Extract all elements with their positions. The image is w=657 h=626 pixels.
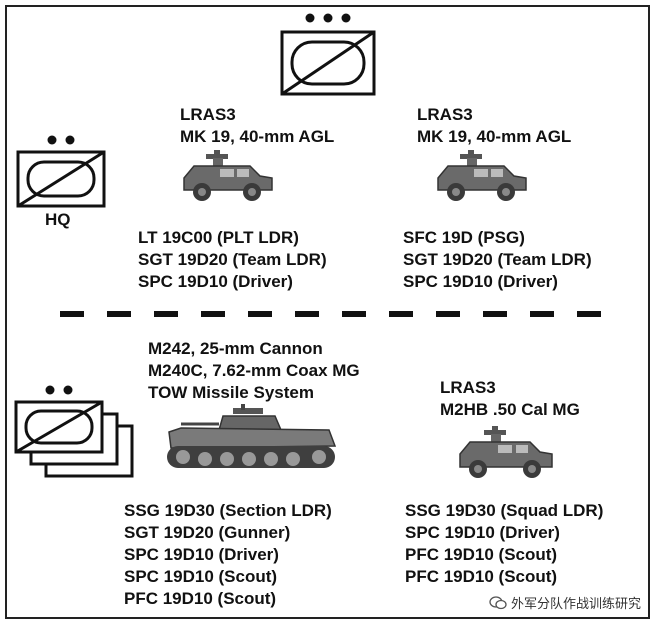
bradley-ifv-icon: [167, 404, 337, 468]
top-right-crew-3: SPC 19D10 (Driver): [403, 272, 558, 291]
watermark-text: 外军分队作战训练研究: [510, 597, 641, 612]
humvee-icon: [459, 426, 553, 478]
section-separator-line: [60, 311, 620, 317]
watermark: 外军分队作战训练研究: [489, 593, 641, 612]
hq-label: HQ: [45, 210, 71, 229]
hq-section-symbol-icon: [16, 135, 106, 208]
wechat-icon: [489, 596, 507, 610]
bottom-right-crew-4: PFC 19D10 (Scout): [405, 567, 558, 586]
humvee-icon: [437, 150, 527, 201]
top-left-weapon-line-1: LRAS3: [180, 105, 236, 124]
bottom-left-weapon-line-1: M242, 25-mm Cannon: [148, 339, 323, 358]
bottom-left-crew-1: SSG 19D30 (Section LDR): [124, 501, 332, 520]
bottom-left-crew-4: SPC 19D10 (Scout): [124, 567, 278, 586]
bottom-left-crew-2: SGT 19D20 (Gunner): [124, 523, 291, 542]
top-left-crew-1: LT 19C00 (PLT LDR): [138, 228, 299, 247]
bottom-right-crew-2: SPC 19D10 (Driver): [405, 523, 560, 542]
top-right-crew-2: SGT 19D20 (Team LDR): [403, 250, 592, 269]
top-left-crew-2: SGT 19D20 (Team LDR): [138, 250, 327, 269]
top-right-crew-1: SFC 19D (PSG): [403, 228, 525, 247]
bottom-right-weapon-line-1: LRAS3: [440, 378, 496, 397]
platoon-symbol-icon: [280, 13, 376, 96]
bottom-left-crew-5: PFC 19D10 (Scout): [124, 589, 277, 608]
top-left-weapon-line-2: MK 19, 40-mm AGL: [180, 127, 335, 146]
bottom-left-weapon-line-3: TOW Missile System: [148, 383, 314, 402]
bottom-right-crew-1: SSG 19D30 (Squad LDR): [405, 501, 604, 520]
figure-frame: [5, 5, 650, 619]
top-left-crew-3: SPC 19D10 (Driver): [138, 272, 293, 291]
humvee-icon: [183, 150, 273, 201]
bottom-right-weapon-line-2: M2HB .50 Cal MG: [440, 400, 580, 419]
bottom-right-crew-3: PFC 19D10 (Scout): [405, 545, 558, 564]
bottom-left-weapon-line-2: M240C, 7.62-mm Coax MG: [148, 361, 360, 380]
bottom-left-crew-3: SPC 19D10 (Driver): [124, 545, 279, 564]
top-right-weapon-line-1: LRAS3: [417, 105, 473, 124]
section-stacked-symbol-icon: [14, 385, 134, 478]
top-right-weapon-line-2: MK 19, 40-mm AGL: [417, 127, 572, 146]
